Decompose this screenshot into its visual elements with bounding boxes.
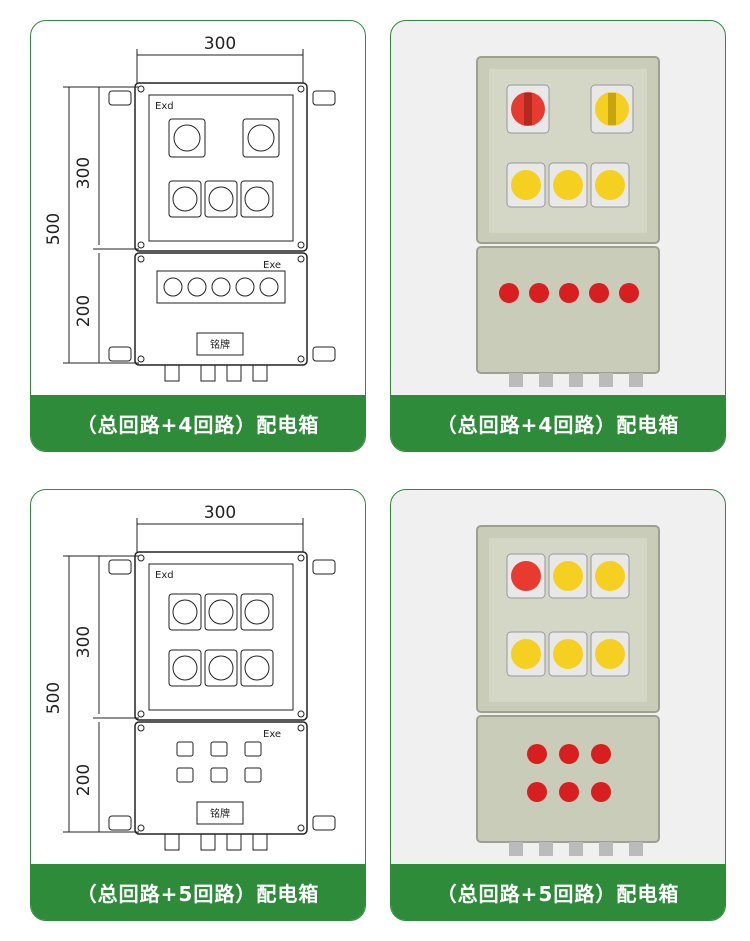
card-caption: （总回路+5回路）配电箱 (391, 864, 725, 920)
technical-drawing: 300 500 300 200 Exd Exe 铭牌 (44, 34, 336, 382)
product-card-photo-5-circuit[interactable]: （总回路+5回路）配电箱 (390, 489, 726, 921)
exe-mark: Exe (263, 260, 281, 271)
dimension-upper: 300 (74, 626, 94, 658)
exd-mark: Exd (155, 101, 174, 112)
exe-mark: Exe (263, 729, 281, 740)
technical-drawing: 300 500 300 200 Exd Exe 铭牌 (44, 503, 336, 851)
card-caption: （总回路+4回路）配电箱 (391, 395, 725, 451)
dimension-width: 300 (204, 34, 236, 54)
exd-mark: Exd (155, 570, 174, 581)
card-caption: （总回路+5回路）配电箱 (31, 864, 365, 920)
dimension-total: 500 (44, 682, 64, 714)
dimension-total: 500 (44, 213, 64, 245)
product-card-drawing-5-circuit[interactable]: 300 500 300 200 Exd Exe 铭牌 （总回路+5回路）配电箱 (30, 489, 366, 921)
dimension-lower: 200 (74, 764, 94, 796)
dimension-upper: 300 (74, 157, 94, 189)
nameplate-label: 铭牌 (210, 807, 230, 820)
card-caption: （总回路+4回路）配电箱 (31, 395, 365, 451)
product-card-drawing-4-circuit[interactable]: 300 500 300 200 Exd Exe 铭牌 （总回路+4回路）配电箱 (30, 20, 366, 452)
dimension-width: 300 (204, 503, 236, 523)
product-photo (476, 525, 660, 856)
product-card-photo-4-circuit[interactable]: （总回路+4回路）配电箱 (390, 20, 726, 452)
dimension-lower: 200 (74, 295, 94, 327)
product-photo (476, 56, 660, 387)
nameplate-label: 铭牌 (210, 338, 230, 351)
